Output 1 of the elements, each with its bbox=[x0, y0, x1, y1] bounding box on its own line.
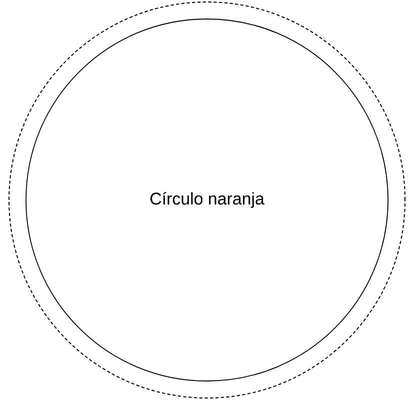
dashed-circle bbox=[8, 2, 406, 398]
